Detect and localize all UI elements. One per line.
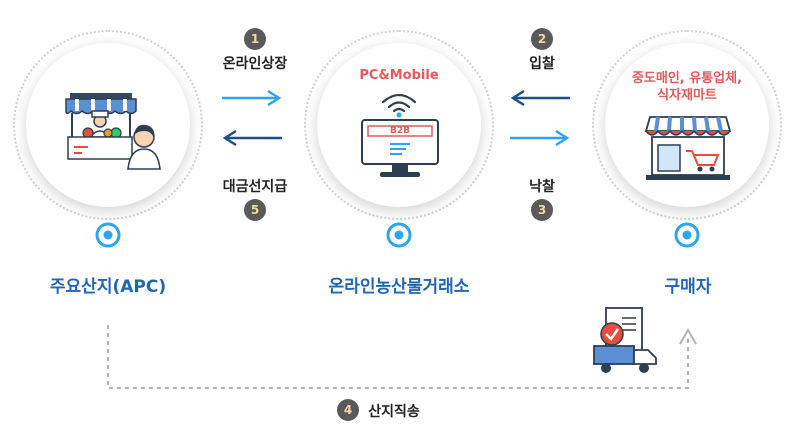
arrow-payment-left bbox=[222, 129, 282, 147]
producer-node bbox=[13, 30, 203, 220]
producer-dot-icon bbox=[95, 222, 121, 248]
step-5-badge: 5 bbox=[244, 199, 266, 221]
step-1-badge: 1 bbox=[244, 28, 266, 50]
producer-circle bbox=[26, 43, 190, 207]
buyer-desc-line1: 중도매인, 유통업체, bbox=[631, 71, 743, 86]
step-2-badge: 2 bbox=[531, 28, 553, 50]
step-2-label: 입찰 bbox=[529, 56, 555, 72]
b2b-screen-text: B2B bbox=[390, 126, 410, 136]
market-stall-icon bbox=[65, 93, 161, 170]
arrow-award-right bbox=[510, 129, 570, 147]
step-1-label: 온라인상장 bbox=[222, 56, 288, 72]
wifi-icon bbox=[381, 93, 417, 118]
arrow-listing-right bbox=[222, 89, 282, 107]
buyer-desc-line2: 식자재마트 bbox=[657, 88, 717, 103]
exchange-label: 온라인농산물거래소 bbox=[328, 277, 470, 297]
buyer-label: 구매자 bbox=[664, 277, 712, 297]
exchange-dot-icon bbox=[386, 222, 412, 248]
step-4-badge: 4 bbox=[337, 399, 359, 421]
arrow-bid-left bbox=[510, 89, 570, 107]
step-3-label: 낙찰 bbox=[529, 179, 555, 195]
buyer-dot-icon bbox=[674, 222, 700, 248]
producer-label: 주요산지(APC) bbox=[49, 277, 167, 297]
delivery-truck-icon bbox=[593, 307, 657, 373]
step-3-badge: 3 bbox=[531, 199, 553, 221]
step-4-label: 산지직송 bbox=[368, 404, 420, 420]
step-5-label: 대금선지급 bbox=[222, 179, 288, 195]
store-cart-icon bbox=[644, 116, 732, 180]
computer-monitor-icon bbox=[361, 119, 439, 177]
device-label: PC&Mobile bbox=[359, 68, 439, 83]
